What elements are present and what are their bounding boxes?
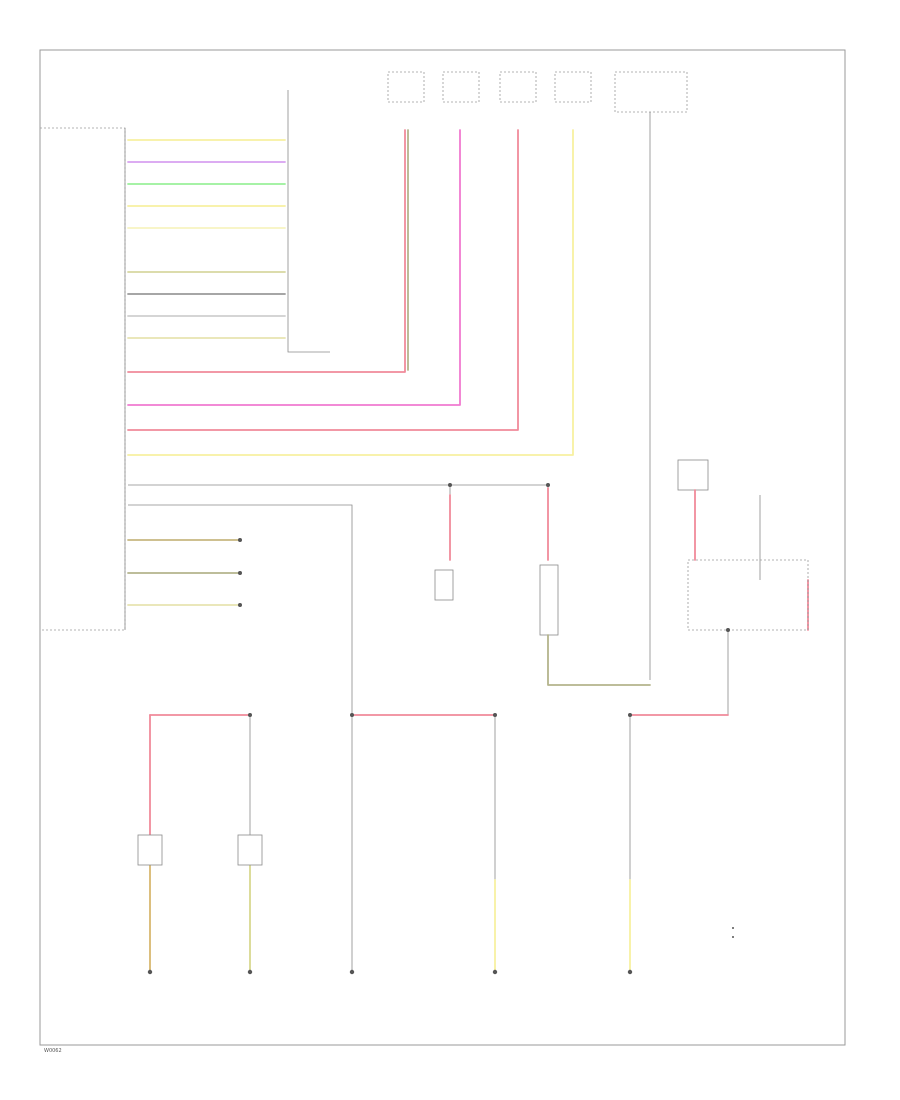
relay-right-frame	[687, 559, 809, 631]
fuse-1	[387, 71, 425, 103]
switch-left	[434, 569, 454, 601]
splice-5	[448, 483, 452, 487]
left-module-outline	[40, 127, 126, 631]
wire-fuse-1	[127, 129, 406, 373]
legend-mark-1	[732, 927, 734, 929]
legend	[732, 927, 734, 938]
switch-module	[539, 564, 559, 636]
ground-3	[349, 969, 355, 975]
fuse-3	[499, 71, 537, 103]
splice-2	[350, 713, 354, 717]
splice-8	[238, 571, 242, 575]
ground-5	[627, 969, 633, 975]
ground-1	[147, 969, 153, 975]
splice-1	[248, 713, 252, 717]
wire-fuse-4	[127, 129, 574, 456]
relay-box-top	[614, 71, 688, 113]
fuse-2	[442, 71, 480, 103]
component-1	[137, 834, 163, 866]
ground-2	[247, 969, 253, 975]
splice-dots	[238, 483, 730, 717]
upper-connector-outline	[287, 90, 330, 353]
splice-7	[238, 538, 242, 542]
relay-right-a	[677, 459, 709, 491]
wire-ground-a	[128, 484, 549, 520]
component-2	[237, 834, 263, 866]
ground-terminals	[147, 969, 633, 975]
switch-return	[547, 634, 651, 686]
splice-6	[546, 483, 550, 487]
wire-bundle-lower	[127, 484, 549, 715]
splice-9	[238, 603, 242, 607]
splice-3	[493, 713, 497, 717]
wire-fuse-2	[127, 129, 461, 406]
ground-4	[492, 969, 498, 975]
splice-10	[726, 628, 730, 632]
wire-bundle-upper	[127, 139, 286, 339]
splice-4	[628, 713, 632, 717]
fuse-4	[554, 71, 592, 103]
wire-fuse-3	[127, 129, 519, 431]
fuse-row	[387, 71, 688, 680]
wire-bundle-fuses	[127, 129, 574, 456]
page-ref: W0062	[44, 1048, 62, 1054]
wire-lower-c	[128, 504, 353, 715]
legend-mark-2	[732, 936, 734, 938]
diagram-frame	[39, 49, 846, 1046]
